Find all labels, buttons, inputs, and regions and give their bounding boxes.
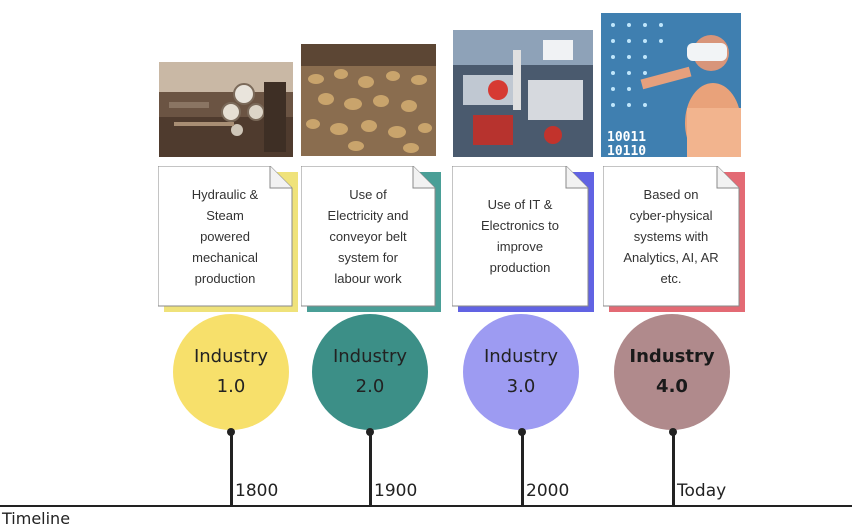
virtual-reality-photo: 10011 10110: [601, 13, 741, 157]
stage-4-description: Based on cyber-physical systems with Ana…: [623, 186, 719, 286]
stage-1-year: 1800: [235, 481, 279, 501]
stage-3-description: Use of IT & Electronics to improve produ…: [480, 197, 560, 275]
svg-text:10110: 10110: [607, 144, 646, 157]
timeline-label: Timeline: [2, 509, 71, 528]
stage-3-description-card: Use of IT & Electronics to improve produ…: [452, 166, 594, 312]
stage-2-circle: Industry 2.0: [312, 314, 428, 430]
stage-3-connector: [521, 432, 524, 506]
steam-machinery-photo: [159, 62, 293, 157]
stage-1-connector: [230, 432, 233, 506]
electronics-assembly-photo: [453, 30, 593, 157]
stage-1-description-card: Hydraulic & Steam powered mechanical pro…: [158, 166, 298, 312]
stage-4-circle: Industry 4.0: [614, 314, 730, 430]
stage-2-description: Use of Electricity and conveyor belt sys…: [327, 186, 409, 286]
stage-3-year: 2000: [526, 481, 570, 501]
stage-2-year: 1900: [374, 481, 418, 501]
stage-4-connector: [672, 432, 675, 506]
stage-1-circle: Industry 1.0: [173, 314, 289, 430]
stage-3-circle: Industry 3.0: [463, 314, 579, 430]
svg-text:10011: 10011: [607, 130, 646, 145]
stage-1-description: Hydraulic & Steam powered mechanical pro…: [191, 186, 259, 286]
stage-2-connector: [369, 432, 372, 506]
timeline-axis: [0, 505, 852, 507]
stage-2-description-card: Use of Electricity and conveyor belt sys…: [301, 166, 441, 312]
conveyor-belt-photo: [301, 44, 436, 156]
stage-4-description-card: Based on cyber-physical systems with Ana…: [603, 166, 745, 312]
stage-4-year: Today: [677, 481, 727, 501]
